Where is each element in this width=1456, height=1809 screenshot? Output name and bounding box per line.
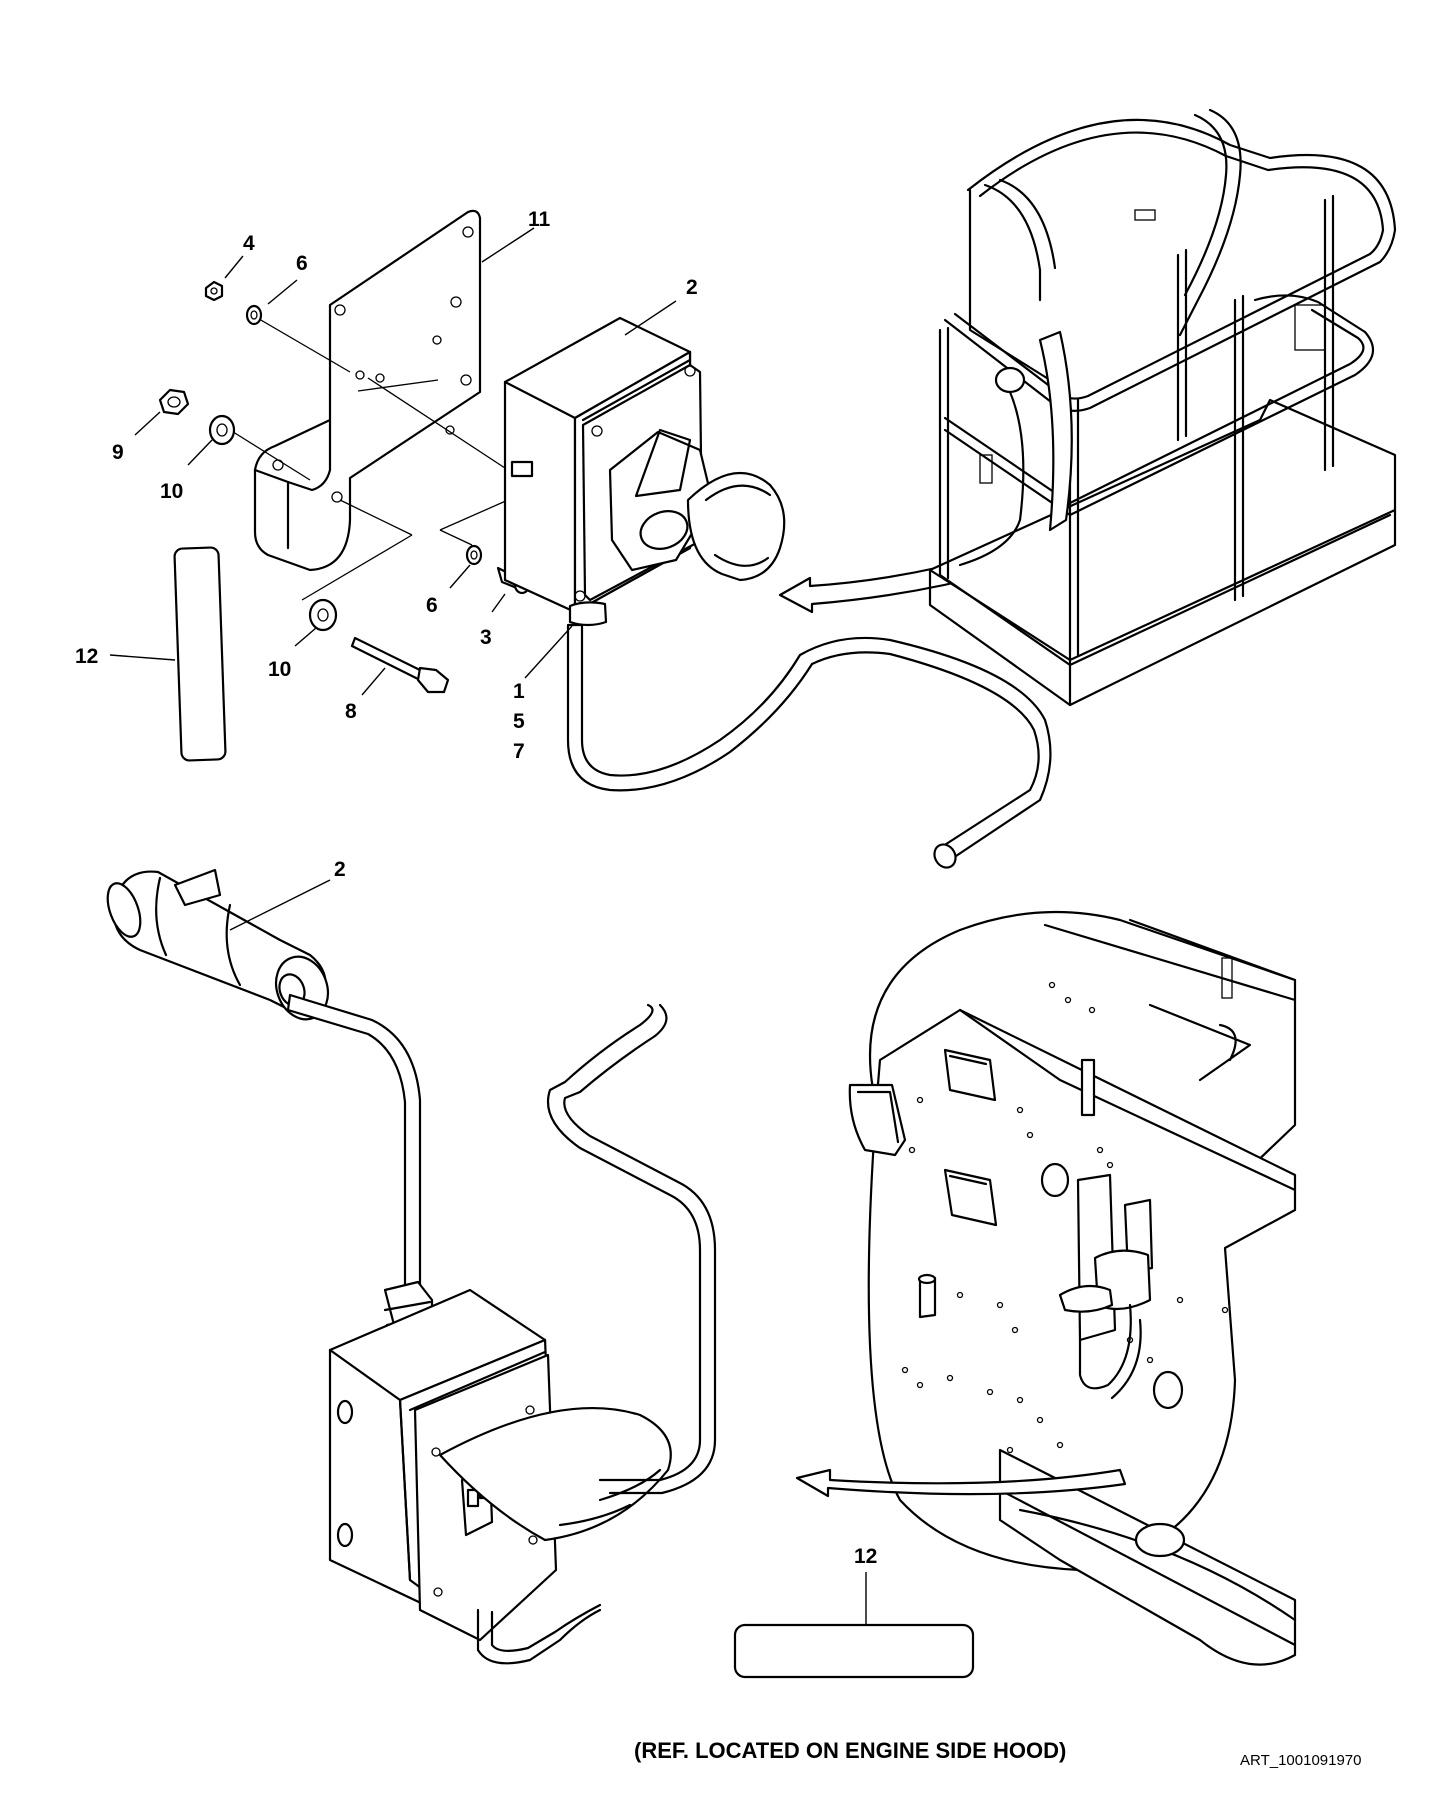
cable-bottom	[286, 993, 422, 1292]
callout-10-bottom: 10	[268, 658, 291, 681]
callout-9: 9	[112, 441, 124, 464]
callout-5: 5	[513, 710, 525, 733]
callout-6-top: 6	[296, 252, 308, 275]
decal-12-left	[173, 546, 227, 762]
washer-10-top	[208, 414, 236, 446]
engine-hood	[848, 910, 1297, 1666]
callouts: 11 4 6 2 9 10 6 3 10 12 8 1 5 7 2 12	[75, 208, 877, 1568]
leader-lines	[109, 227, 867, 1625]
callout-10-top: 10	[160, 480, 183, 503]
washer-6-bottom	[465, 544, 483, 566]
socket-box	[503, 316, 786, 627]
callout-8: 8	[345, 700, 357, 723]
mounting-bracket	[253, 209, 482, 572]
decal-12-bottom	[733, 1623, 975, 1679]
bolt-8	[350, 636, 450, 694]
callout-2-bottom: 2	[334, 858, 346, 881]
assembly-lines	[229, 315, 509, 601]
washer-10-bottom	[308, 598, 338, 632]
hex-nut-4	[204, 280, 224, 302]
callout-3: 3	[480, 626, 492, 649]
callout-12-left: 12	[75, 645, 98, 668]
reference-caption: (REF. LOCATED ON ENGINE SIDE HOOD)	[634, 1738, 1066, 1763]
arrow-hood-to-box	[795, 1468, 1127, 1498]
platform-basket	[928, 108, 1397, 707]
callout-7: 7	[513, 740, 525, 763]
junction-box	[328, 1280, 672, 1642]
callout-2-top: 2	[686, 276, 698, 299]
art-id: ART_1001091970	[1240, 1752, 1362, 1769]
callout-1: 1	[513, 680, 525, 703]
callout-6-bottom: 6	[426, 594, 438, 617]
nut-9	[158, 388, 190, 416]
callout-12-bottom: 12	[854, 1545, 877, 1568]
washer-6-top	[245, 304, 263, 326]
callout-4: 4	[243, 232, 255, 255]
cable-lower-loop	[546, 1003, 702, 1482]
callout-11: 11	[528, 208, 551, 231]
hood-holes	[901, 981, 1229, 1454]
cable-top	[566, 623, 1052, 862]
